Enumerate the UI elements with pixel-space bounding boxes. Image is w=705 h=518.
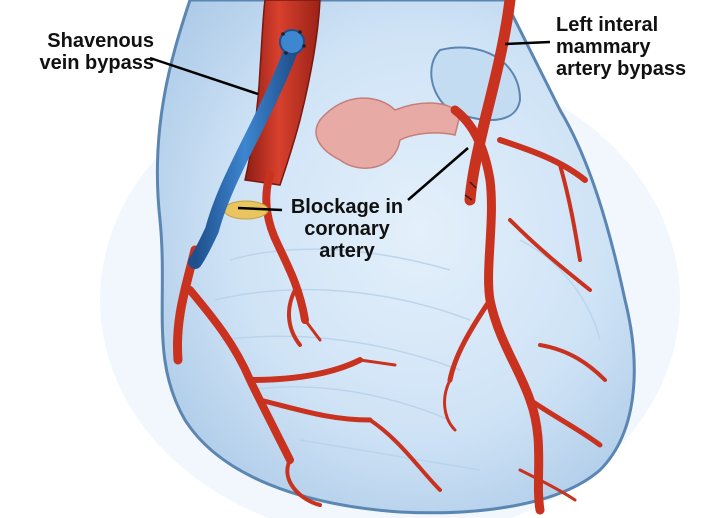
label-saphenous-vein-bypass: Shavenous vein bypass	[14, 30, 154, 74]
label-blockage-coronary-artery: Blockage in coronary artery	[282, 196, 412, 262]
label-mammary-artery-bypass: Left interal mammary artery bypass	[556, 14, 705, 80]
